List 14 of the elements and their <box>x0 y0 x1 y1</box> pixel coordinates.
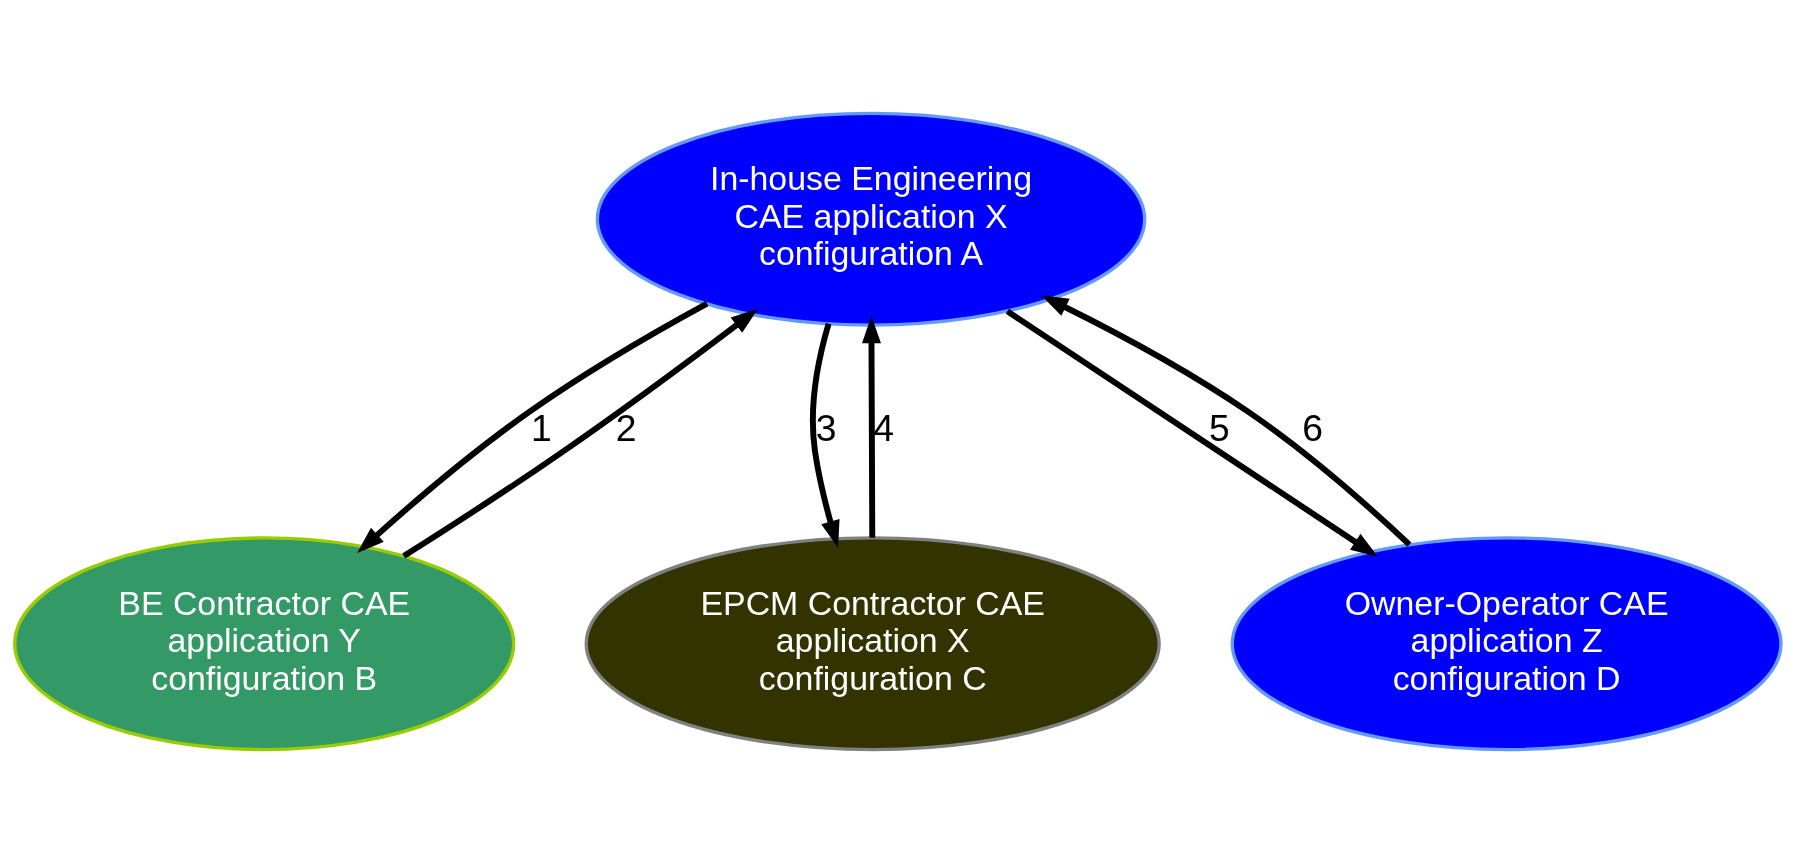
arrow <box>1041 294 1412 547</box>
arrow <box>357 300 709 553</box>
edge-label: 1 <box>530 406 552 449</box>
node-ellipse: EPCM Contractor CAE application X configuration C <box>584 535 1161 751</box>
arrow <box>1005 308 1378 557</box>
arrow <box>861 315 881 538</box>
node-ellipse: BE Contractor CAE application Y configuration B <box>13 535 516 751</box>
edge-label: 5 <box>1208 406 1230 449</box>
edge-label: 3 <box>815 406 837 449</box>
edge-label: 6 <box>1302 406 1323 449</box>
arrow <box>402 308 759 559</box>
node-ellipse: In-house Engineering CAE application X configuration A <box>595 111 1147 327</box>
arrow <box>809 322 840 548</box>
edge-label: 2 <box>615 406 637 449</box>
